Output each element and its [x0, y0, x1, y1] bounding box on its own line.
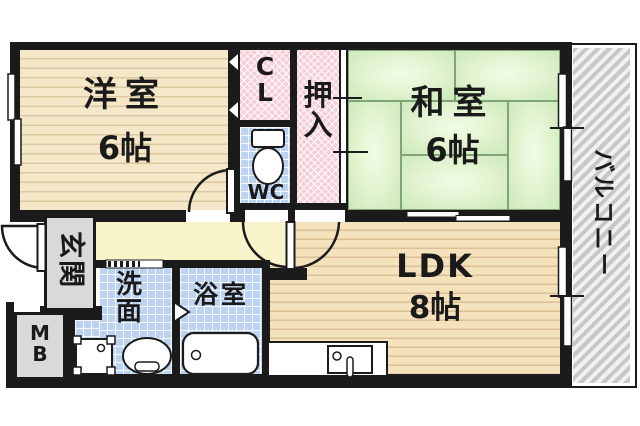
washing-machine-icon: [75, 338, 113, 375]
ldk-door-arc: [289, 221, 341, 270]
tatami-mat: [348, 101, 401, 210]
wall: [6, 302, 14, 388]
closet-door-marker-icon: [229, 54, 238, 70]
hallway: [96, 222, 288, 266]
balcony-hatch: [573, 48, 630, 383]
label-meter-box: MB: [30, 321, 50, 366]
kitchen-tap: [346, 356, 354, 378]
room-western: [20, 50, 228, 210]
fusuma-partition: [339, 50, 348, 203]
balcony-area: [570, 43, 637, 388]
label-western-room: 洋室: [83, 75, 167, 115]
label-closet: CL: [255, 52, 275, 108]
label-japanese-room: 和室: [410, 83, 495, 123]
western-door-leaf: [226, 168, 236, 214]
kitchen-faucet: [332, 351, 342, 361]
bathroom-door-icon: [173, 300, 191, 324]
window-pane: [557, 73, 568, 129]
tatami-mat: [348, 50, 455, 101]
washer-foot: [72, 366, 82, 376]
wc-door-arc: [241, 221, 289, 269]
label-balcony: バルコニー: [590, 149, 617, 279]
wall: [290, 50, 297, 210]
label-entrance: 玄関: [55, 231, 87, 290]
label-ldk-size: 8帖: [408, 290, 462, 326]
window-pane: [7, 73, 16, 121]
doorway-wc: [245, 210, 288, 222]
wall: [10, 374, 572, 388]
label-wc: WC: [247, 180, 285, 204]
label-ldk: LDK: [396, 247, 474, 285]
label-japanese-size: 6帖: [425, 131, 480, 169]
bathtub-icon: [181, 331, 260, 376]
western-door-arc: [187, 168, 232, 213]
toilet-bowl-icon: [252, 147, 284, 185]
tatami-mat: [455, 50, 560, 101]
wall: [266, 268, 307, 280]
tatami-mat: [508, 101, 560, 210]
washer-valve: [96, 343, 106, 353]
wall: [228, 203, 348, 211]
washer-foot: [106, 366, 116, 376]
tatami-mat: [401, 101, 508, 155]
toilet-tank-icon: [251, 129, 285, 148]
washer-foot: [72, 335, 82, 345]
label-washroom: 洗面: [115, 270, 142, 328]
room-japanese: [348, 50, 560, 210]
sliding-door-pane: [406, 211, 460, 218]
washbasin-detail: [134, 361, 160, 372]
sliding-door-pane: [455, 215, 511, 222]
tatami-mat: [401, 155, 508, 210]
washer-foot: [106, 335, 116, 345]
label-oshiire: 押入: [303, 78, 333, 143]
hall-door-leaf: [285, 221, 296, 270]
wall: [66, 320, 75, 380]
doorway-western: [186, 210, 230, 222]
room-closet-cl: [240, 50, 290, 120]
window-pane: [562, 295, 573, 347]
wall: [240, 120, 290, 127]
wall: [10, 42, 572, 50]
wall: [93, 260, 270, 268]
meter-box: [14, 312, 66, 380]
room-oshiire: [297, 50, 339, 203]
window-pane: [562, 126, 573, 182]
entrance-door-leaf: [36, 223, 47, 272]
window-pane: [13, 118, 22, 166]
closet-door-marker-icon: [229, 102, 238, 118]
label-bathroom: 浴室: [192, 280, 249, 309]
bathtub-drain: [190, 349, 202, 361]
doorway-ldk: [295, 210, 345, 222]
label-western-size: 6帖: [97, 129, 153, 167]
wall: [262, 266, 270, 377]
window-pane: [557, 246, 568, 298]
